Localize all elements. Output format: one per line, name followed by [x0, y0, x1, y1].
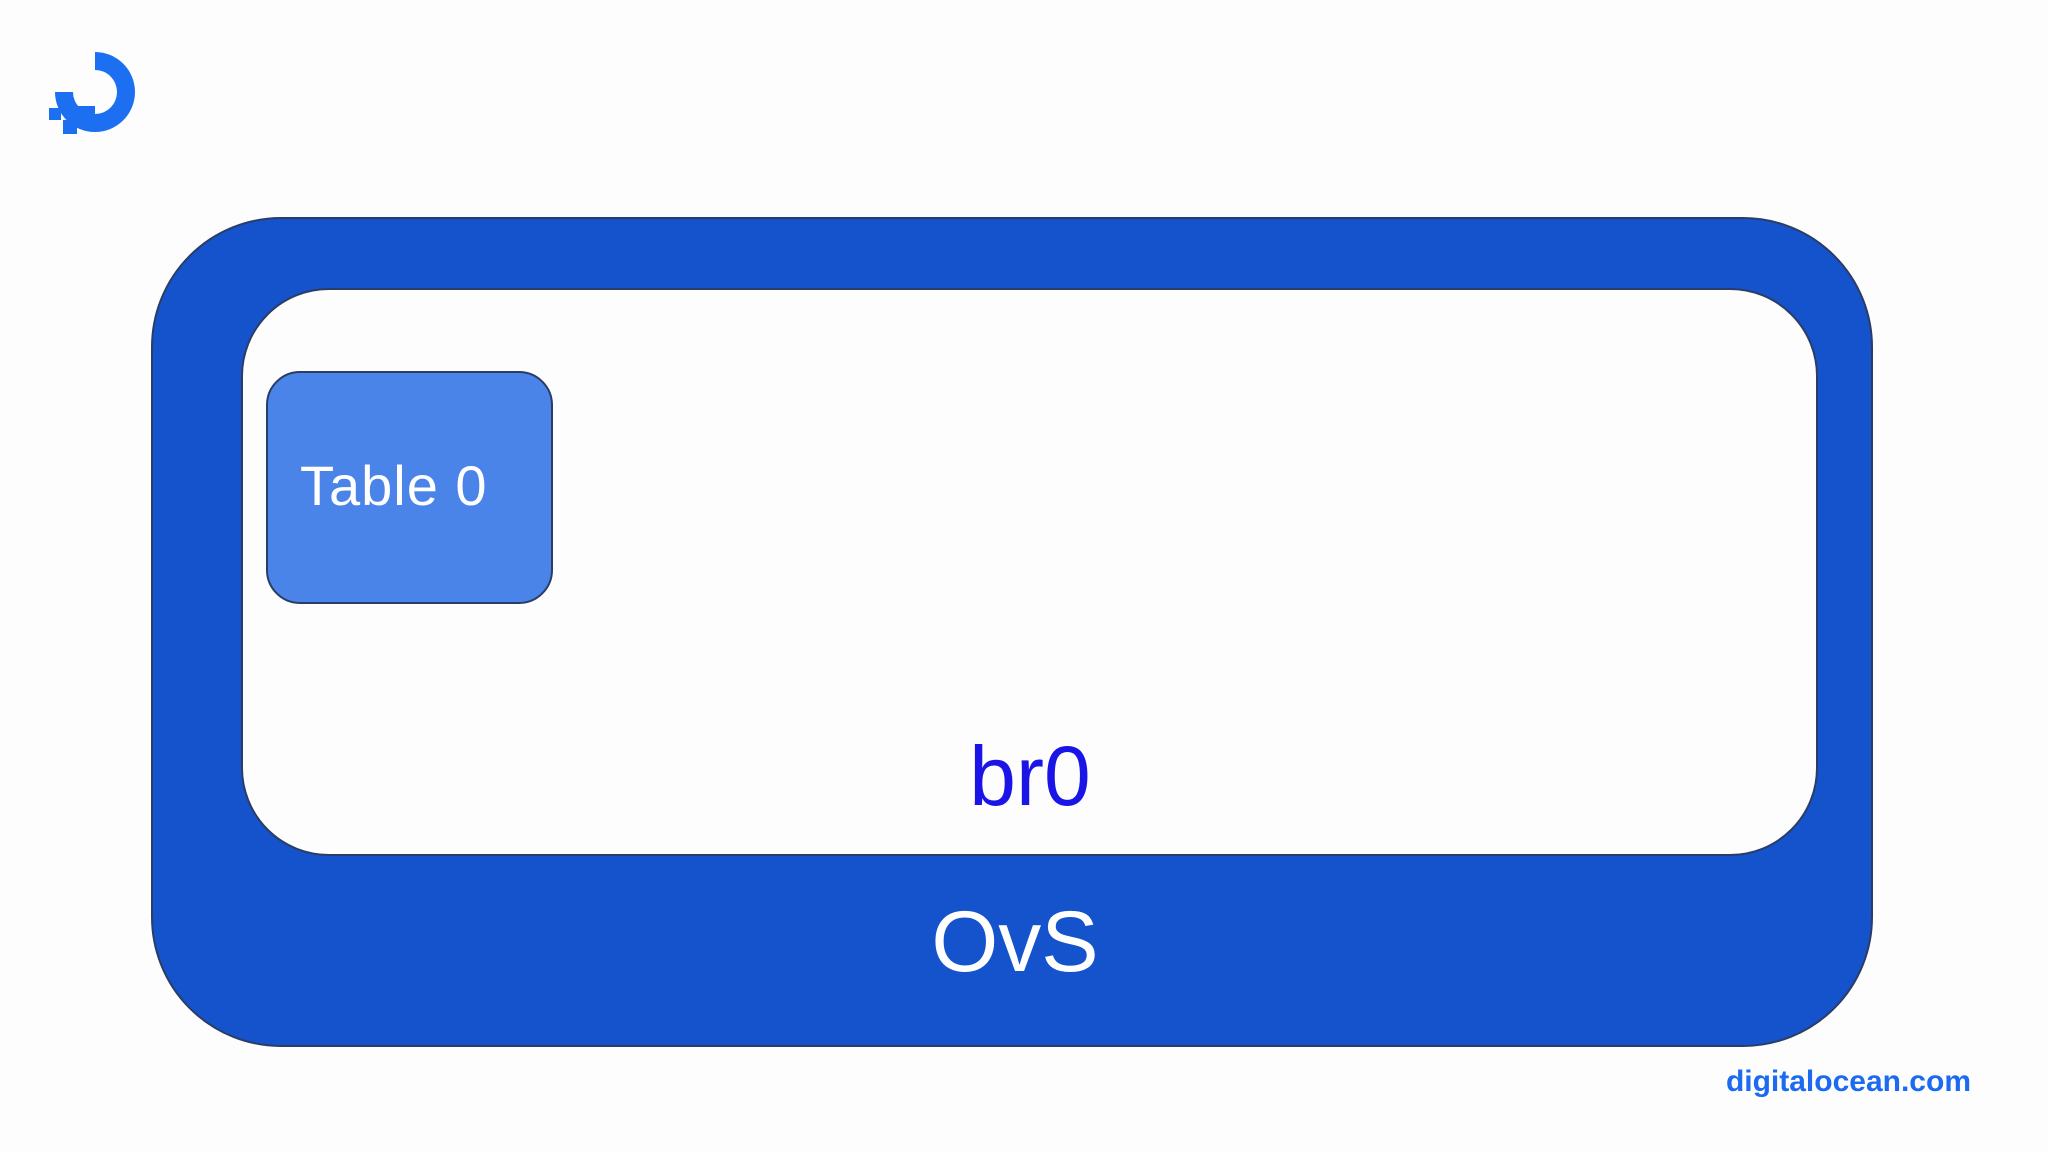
table-label: Table 0: [300, 454, 488, 517]
flow-table-box: Table 0: [266, 371, 553, 604]
bridge-label: br0: [969, 729, 1091, 823]
footer-site-link[interactable]: digitalocean.com: [1725, 1065, 1971, 1098]
ovs-label: OvS: [931, 894, 1099, 990]
digitalocean-logo-icon: [49, 52, 135, 134]
